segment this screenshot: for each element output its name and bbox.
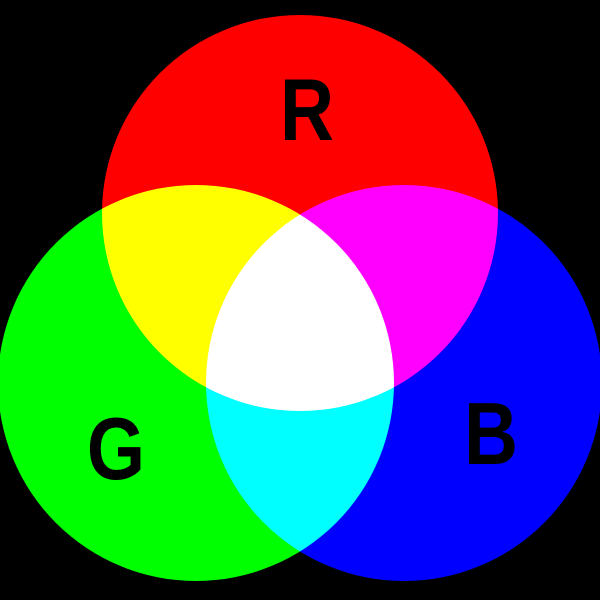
green-circle-label: G bbox=[86, 399, 146, 498]
blue-circle-label: B bbox=[463, 384, 519, 483]
red-circle-label: R bbox=[279, 60, 335, 159]
blue-circle bbox=[206, 185, 600, 581]
